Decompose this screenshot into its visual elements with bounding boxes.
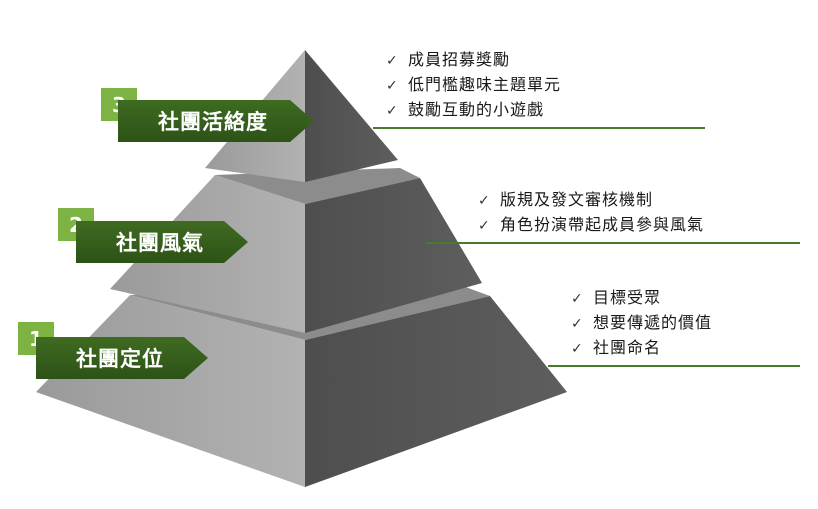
level-1-divider (548, 365, 800, 367)
check-icon: ✓ (386, 78, 399, 94)
tier-bottom-right-face (305, 296, 567, 487)
level-3-label: 社團活絡度 (118, 100, 314, 142)
list-item: ✓ 低門檻趣味主題單元 (386, 73, 561, 98)
level-3-bullet-list: ✓ 成員招募獎勵 ✓ 低門檻趣味主題單元 ✓ 鼓勵互動的小遊戲 (386, 48, 561, 123)
list-item-text: 版規及發文審核機制 (500, 190, 654, 209)
tier-top-right-face (305, 50, 398, 182)
list-item: ✓ 社團命名 (571, 336, 712, 361)
list-item-text: 角色扮演帶起成員參與風氣 (500, 215, 705, 234)
level-2-label: 社團風氣 (76, 221, 248, 263)
list-item-text: 目標受眾 (593, 288, 662, 307)
list-item: ✓ 目標受眾 (571, 286, 712, 311)
list-item: ✓ 版規及發文審核機制 (478, 188, 704, 213)
check-icon: ✓ (386, 53, 399, 69)
level-1-bullet-list: ✓ 目標受眾 ✓ 想要傳遞的價值 ✓ 社團命名 (571, 286, 712, 361)
list-item-text: 社團命名 (593, 338, 662, 357)
list-item: ✓ 角色扮演帶起成員參與風氣 (478, 213, 704, 238)
list-item: ✓ 想要傳遞的價值 (571, 311, 712, 336)
check-icon: ✓ (571, 291, 584, 307)
level-3-label-text: 社團活絡度 (158, 110, 268, 134)
list-item-text: 想要傳遞的價值 (593, 313, 713, 332)
list-item: ✓ 鼓勵互動的小遊戲 (386, 98, 561, 123)
list-item-text: 成員招募獎勵 (408, 50, 511, 69)
check-icon: ✓ (386, 103, 399, 119)
level-2-bullet-list: ✓ 版規及發文審核機制 ✓ 角色扮演帶起成員參與風氣 (478, 188, 704, 238)
tier-middle-ledge (215, 168, 420, 204)
check-icon: ✓ (478, 218, 491, 234)
level-2-divider (426, 242, 800, 244)
tier-middle-right-face (305, 178, 482, 333)
level-1-label-text: 社團定位 (76, 347, 164, 371)
level-3-divider (373, 127, 705, 129)
list-item-text: 鼓勵互動的小遊戲 (408, 100, 545, 119)
list-item: ✓ 成員招募獎勵 (386, 48, 561, 73)
level-1-label: 社團定位 (36, 337, 208, 379)
check-icon: ✓ (571, 341, 584, 357)
list-item-text: 低門檻趣味主題單元 (408, 75, 562, 94)
check-icon: ✓ (571, 316, 584, 332)
check-icon: ✓ (478, 193, 491, 209)
level-2-label-text: 社團風氣 (116, 231, 204, 255)
